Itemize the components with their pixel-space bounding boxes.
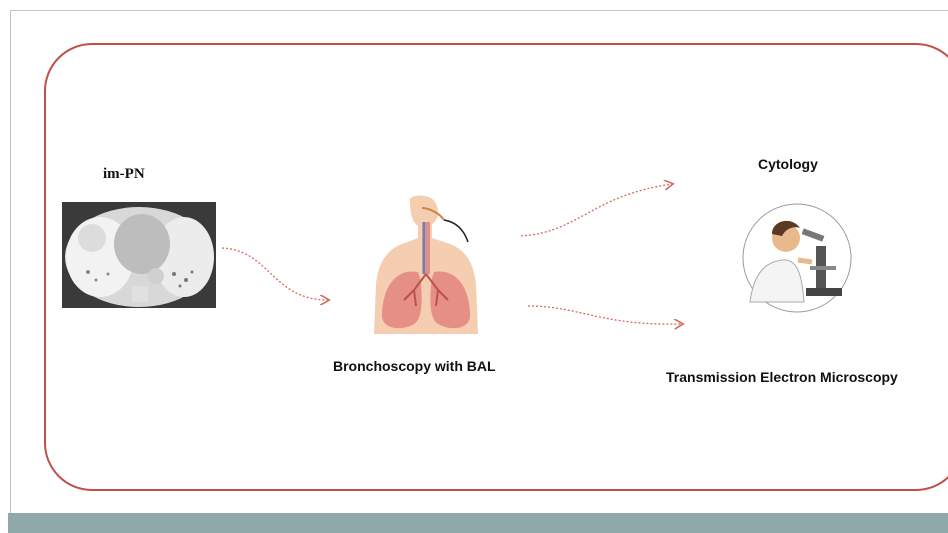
footer-bar [8,513,948,533]
arrow-ct-to-bronchoscopy [222,248,328,300]
arrow-to-cytology [521,184,672,236]
arrow-to-tem [528,306,682,324]
